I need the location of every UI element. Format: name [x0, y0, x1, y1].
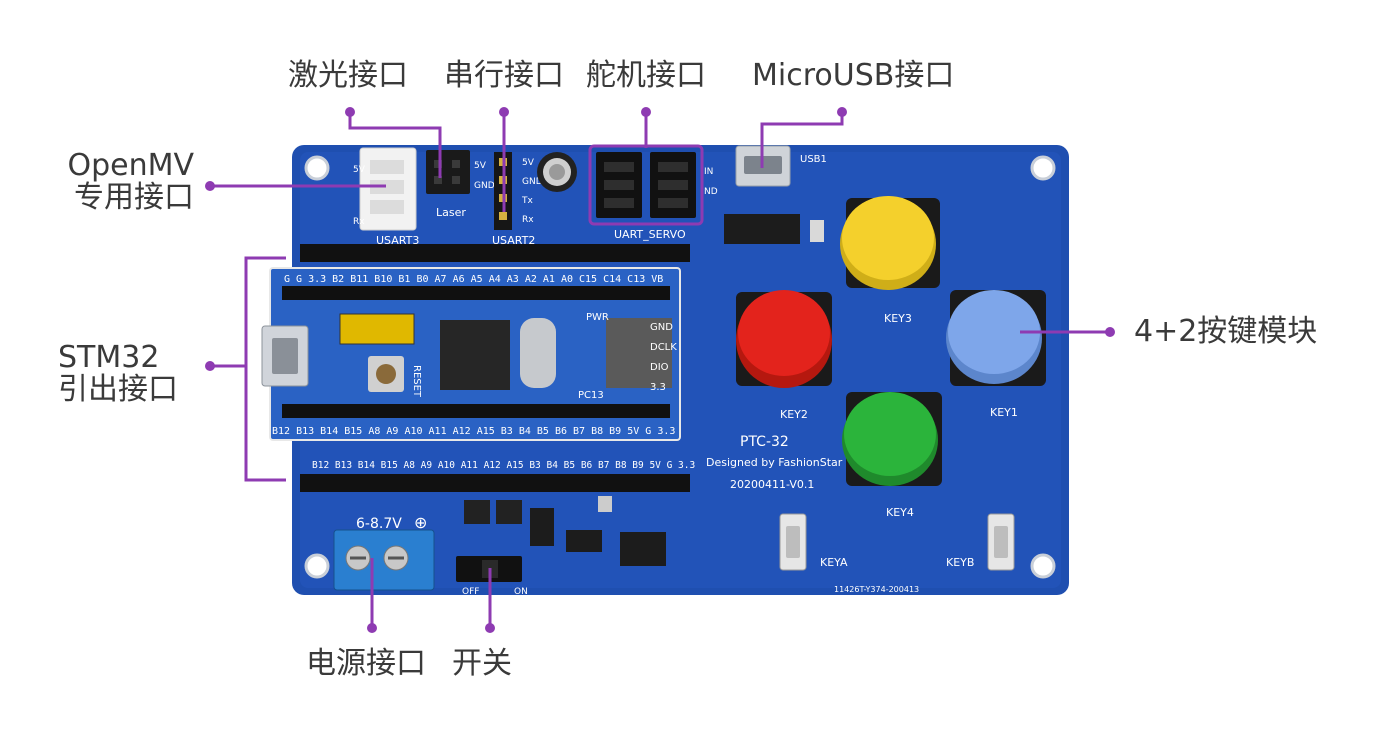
laser-5v-label: 5V — [474, 161, 487, 171]
callout-stm32-line2: 引出接口 — [58, 372, 178, 407]
key4-label: KEY4 — [886, 506, 914, 519]
callout-leaders — [210, 112, 1110, 628]
board-version-label: 20200411-V0.1 — [730, 478, 814, 491]
callout-stm32-label: STM32 引出接口 — [58, 342, 178, 406]
keyb-label: KEYB — [946, 556, 974, 569]
usart3-label: USART3 — [376, 234, 419, 247]
voltage-label: 6-8.7V — [356, 516, 402, 532]
laser-label: Laser — [436, 206, 466, 219]
pcb-bottom-pin-labels: B12 B13 B14 B15 A8 A9 A10 A11 A12 A15 B3… — [312, 460, 695, 471]
callout-laser-label: 激光接口 — [288, 58, 408, 93]
key3-label: KEY3 — [884, 312, 912, 325]
swd-pin-33: 3.3 — [650, 382, 666, 393]
mounting-holes — [304, 155, 1056, 579]
board-model-label: PTC-32 — [740, 434, 789, 450]
keya-label: KEYA — [820, 556, 848, 569]
usart2-rx-label: Rx — [522, 215, 534, 225]
keyb-button[interactable] — [987, 513, 1015, 571]
bottom-long-header — [300, 474, 690, 492]
stm32-module — [261, 267, 681, 441]
plus-symbol: ⊕ — [414, 513, 427, 532]
usart2-tx-label: Tx — [521, 196, 533, 206]
usart2-5v-label: 5V — [522, 158, 535, 168]
power-terminal — [333, 529, 435, 591]
callout-dots — [205, 107, 1115, 633]
callout-switch-label: 开关 — [452, 646, 512, 681]
smd-components — [464, 496, 666, 566]
key2-button[interactable] — [736, 290, 832, 388]
leader-stm32 — [244, 256, 286, 482]
swd-pin-gnd: GND — [650, 322, 673, 333]
servo-highlight-box — [588, 144, 704, 226]
usart2-gnd-label: GND — [522, 177, 543, 187]
callout-stm32-line1: STM32 — [58, 340, 160, 375]
servo-in-label: IN — [704, 167, 713, 177]
key3-button[interactable] — [840, 196, 940, 290]
board-designer-label: Designed by FashionStar — [706, 456, 843, 469]
usart2-label: USART2 — [492, 234, 535, 247]
uart-servo-label: UART_SERVO — [614, 228, 686, 241]
key1-label: KEY1 — [990, 406, 1018, 419]
usb-ic — [724, 214, 824, 244]
callout-openmv-line2: 专用接口 — [74, 180, 194, 215]
callout-keys-label: 4+2按键模块 — [1134, 314, 1318, 349]
pwr-label: PWR — [586, 312, 609, 323]
leader-microusb — [760, 112, 844, 168]
key2-label: KEY2 — [780, 408, 808, 421]
usb1-label: USB1 — [800, 154, 827, 165]
key1-button[interactable] — [946, 290, 1046, 386]
keya-button[interactable] — [779, 513, 807, 571]
swd-pin-dclk: DCLK — [650, 342, 677, 353]
callout-microusb-label: MicroUSB接口 — [752, 58, 955, 93]
swd-pin-dio: DIO — [650, 362, 669, 373]
openmv-connector: 5V Rx — [353, 147, 417, 231]
top-long-header — [300, 244, 690, 262]
reset-label: RESET — [411, 365, 422, 398]
callout-servo-label: 舵机接口 — [586, 58, 706, 93]
laser-gnd-label: GND — [474, 181, 495, 191]
callout-serial-label: 串行接口 — [444, 58, 564, 93]
capacitor — [537, 152, 577, 192]
svg-text:5V: 5V — [353, 165, 366, 175]
callout-openmv-label: OpenMV 专用接口 — [44, 150, 194, 214]
leader-laser — [348, 112, 442, 178]
switch-off-label: OFF — [462, 587, 479, 597]
svg-text:Rx: Rx — [353, 217, 365, 227]
switch-on-label: ON — [514, 587, 528, 597]
key4-button[interactable] — [842, 392, 942, 486]
board-serial-label: 11426T-Y374-200413 — [834, 585, 919, 594]
callout-power-label: 电源接口 — [306, 646, 426, 681]
laser-header — [426, 150, 470, 194]
stm32-top-pin-labels: G G 3.3 B2 B11 B10 B1 B0 A7 A6 A5 A4 A3 … — [284, 274, 663, 285]
callout-openmv-line1: OpenMV — [67, 148, 194, 183]
pc13-label: PC13 — [578, 390, 604, 401]
stm32-bottom-pin-labels: B12 B13 B14 B15 A8 A9 A10 A11 A12 A15 B3… — [272, 426, 675, 437]
servo-nd-label: ND — [704, 187, 718, 197]
servo-headers — [596, 152, 696, 218]
